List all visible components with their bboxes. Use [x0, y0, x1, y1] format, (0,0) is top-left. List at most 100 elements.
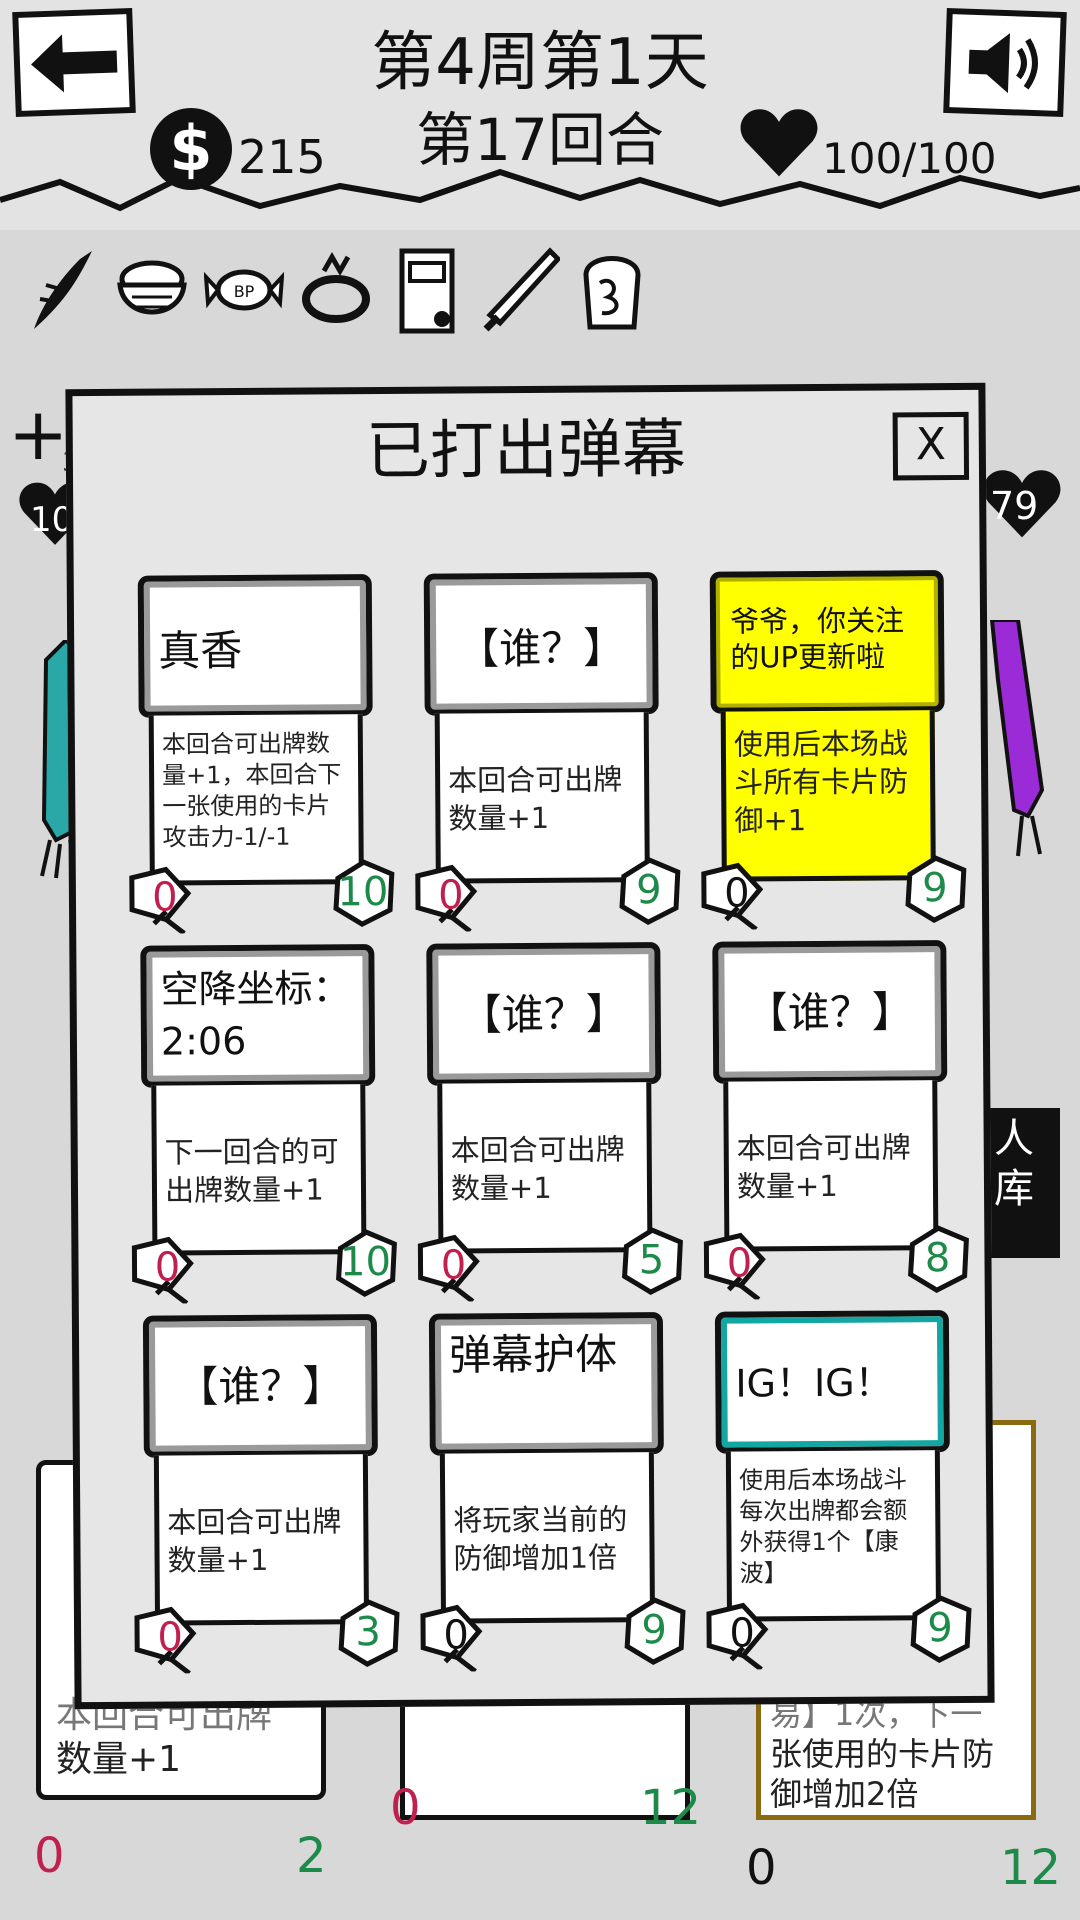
- back-arrow-icon: [31, 33, 118, 92]
- cost-badge-icon: [134, 1606, 197, 1674]
- card-desc: 使用后本场战斗每次出牌都会额外获得1个【康波】: [738, 1465, 908, 1588]
- danmaku-card[interactable]: 爷爷，你关注的UP更新啦 使用后本场战斗所有卡片防御+1 0 9: [701, 570, 967, 930]
- card-name: 弹幕护体: [448, 1329, 618, 1380]
- draw-pile-label: 人: [994, 1116, 1034, 1162]
- card-header: 【谁？】: [142, 1314, 378, 1458]
- played-danmaku-dialog: 已打出弹幕 X 真香 本回合可出牌数量+1，本回合下一张使用的卡片攻击力-1/-…: [65, 382, 995, 1710]
- cost-badge-icon: [420, 1604, 483, 1672]
- card-desc: 本回合可出牌数量+1: [736, 1130, 911, 1204]
- close-button[interactable]: X: [892, 411, 970, 481]
- card-name: 空降坐标：2:06: [160, 966, 351, 1064]
- card-attack: 8: [924, 1235, 951, 1282]
- card-header: 【谁？】: [712, 940, 948, 1084]
- danmaku-card[interactable]: 【谁？】 本回合可出牌数量+1 0 3: [134, 1314, 400, 1674]
- attack-badge-icon: [619, 857, 681, 926]
- hand-card-cost: 0: [746, 1840, 777, 1896]
- card-header: 弹幕护体: [428, 1312, 664, 1456]
- enemy-heart-icon: [983, 470, 1061, 538]
- card-name: 【谁？】: [745, 987, 914, 1038]
- card-cost: 0: [438, 872, 464, 919]
- cost-badge-icon: [703, 1232, 766, 1300]
- top-bar: 第4周第1天 第17回合 $ 215 100/100: [0, 0, 1080, 230]
- card-cost: 0: [726, 1240, 753, 1287]
- back-button[interactable]: [12, 7, 136, 118]
- round-label: 第17回合: [416, 106, 664, 174]
- card-cost: 0: [152, 874, 178, 921]
- card-cost: 0: [729, 1610, 755, 1657]
- card-attack: 10: [339, 1238, 392, 1286]
- draw-pile-button[interactable]: 人 库: [990, 1108, 1060, 1258]
- card-desc: 本回合可出牌数量+1: [448, 762, 623, 836]
- attack-badge-icon: [905, 855, 967, 924]
- card-desc: 使用后本场战斗所有卡片防御+1: [733, 726, 909, 838]
- torn-paper-edge: [0, 160, 1080, 212]
- coin-icon: $: [150, 108, 232, 190]
- bread-icon[interactable]: [572, 245, 652, 335]
- danmaku-card[interactable]: 弹幕护体 将玩家当前的防御增加1倍 0 9: [420, 1312, 686, 1672]
- character-arm-right: [989, 620, 1045, 857]
- hand-card-atk: 12: [1000, 1840, 1062, 1896]
- card-desc: 本回合可出牌数量+1: [450, 1132, 625, 1206]
- player-hp: 100/100: [822, 134, 997, 183]
- card-cost: 0: [443, 1612, 469, 1659]
- hand-card-atk: 2: [296, 1828, 327, 1884]
- attack-badge-icon: [333, 859, 395, 928]
- hand-card-cost: 0: [34, 1828, 65, 1884]
- attack-badge-icon: [908, 1225, 969, 1294]
- danmaku-card[interactable]: 真香 本回合可出牌数量+1，本回合下一张使用的卡片攻击力-1/-1 0 10: [129, 574, 395, 934]
- bg-plus-sign: +: [8, 392, 69, 476]
- card-header: IG！IG！: [714, 1310, 950, 1454]
- card-name: 爷爷，你关注的UP更新啦: [729, 603, 905, 675]
- danmaku-card[interactable]: 【谁？】 本回合可出牌数量+1 0 9: [415, 572, 681, 932]
- card-cost: 0: [154, 1244, 181, 1291]
- card-desc: 本回合可出牌数量+1: [167, 1504, 342, 1578]
- card-header: 爷爷，你关注的UP更新啦: [709, 570, 945, 714]
- danmaku-card[interactable]: 【谁？】 本回合可出牌数量+1 0 8: [703, 940, 969, 1300]
- card-cost: 0: [157, 1614, 183, 1661]
- card-attack: 10: [337, 868, 389, 916]
- enemy-hp-right: 79: [990, 484, 1039, 528]
- card-desc: 下一回合的可出牌数量+1: [164, 1134, 339, 1208]
- heart-icon: [740, 109, 818, 177]
- candy-icon[interactable]: BP: [204, 245, 284, 335]
- danmaku-card[interactable]: 空降坐标：2:06 下一回合的可出牌数量+1 0 10: [131, 944, 397, 1304]
- chili-icon[interactable]: [20, 245, 100, 335]
- attack-badge-icon: [336, 1229, 397, 1298]
- card-name: 【谁？】: [457, 623, 626, 674]
- card-desc: 本回合可出牌数量+1，本回合下一张使用的卡片攻击力-1/-1: [161, 729, 342, 852]
- card-header: 空降坐标：2:06: [140, 944, 376, 1088]
- danmaku-card[interactable]: IG！IG！ 使用后本场战斗每次出牌都会额外获得1个【康波】 0 9: [706, 1310, 972, 1670]
- knife-icon[interactable]: [480, 245, 560, 335]
- sound-toggle-button[interactable]: [943, 7, 1067, 118]
- cost-badge-icon: [706, 1602, 769, 1670]
- ring-icon[interactable]: [296, 245, 376, 335]
- item-bar: BP: [20, 240, 680, 340]
- card-header: 【谁？】: [426, 942, 662, 1086]
- week-day-label: 第4周第1天: [371, 26, 709, 100]
- card-header: 【谁？】: [423, 572, 659, 716]
- card-attack: 9: [641, 1607, 667, 1654]
- card-attack: 3: [355, 1609, 381, 1656]
- card-header: 真香: [137, 574, 373, 718]
- fridge-icon[interactable]: [388, 245, 468, 335]
- card-name: 真香: [158, 625, 243, 676]
- card-name: 【谁？】: [459, 989, 628, 1040]
- cost-badge-icon: [131, 1236, 194, 1304]
- card-cost: 0: [440, 1242, 467, 1289]
- card-name: 【谁？】: [176, 1361, 345, 1412]
- cost-badge-icon: [415, 864, 478, 932]
- rice-bowl-icon[interactable]: [112, 245, 192, 335]
- hand-card-desc: 易】1次，下一 张使用的卡片防 御增加2倍: [770, 1695, 995, 1813]
- attack-badge-icon: [338, 1599, 400, 1668]
- card-attack: 5: [638, 1237, 665, 1284]
- cost-badge-icon: [129, 866, 192, 934]
- cost-badge-icon: [701, 862, 764, 930]
- close-icon: X: [915, 419, 947, 471]
- hand-card[interactable]: [400, 1690, 690, 1820]
- money-value: 215: [238, 130, 326, 184]
- danmaku-card[interactable]: 【谁？】 本回合可出牌数量+1 0 5: [417, 942, 683, 1302]
- attack-badge-icon: [622, 1227, 683, 1296]
- card-attack: 9: [927, 1605, 953, 1652]
- card-cost: 0: [724, 870, 750, 917]
